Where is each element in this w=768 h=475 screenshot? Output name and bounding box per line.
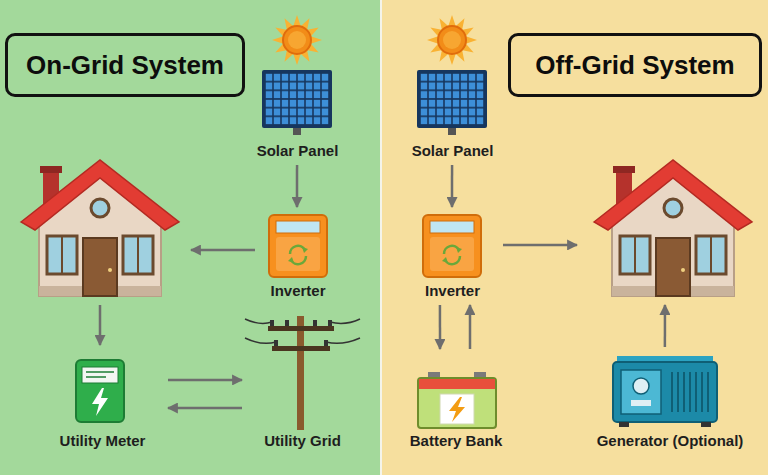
generator-panel xyxy=(621,370,661,414)
inverter-node: Inverter xyxy=(405,210,500,302)
flow-arrow xyxy=(451,165,454,207)
house-icon xyxy=(21,160,179,296)
meter-body xyxy=(76,360,124,422)
insulator xyxy=(324,340,328,346)
insulator xyxy=(274,340,278,346)
system-heading: On-Grid System xyxy=(5,33,245,97)
flow-arrow xyxy=(664,305,667,347)
solar-panel-node: Solar Panel xyxy=(395,8,510,162)
generator-foot xyxy=(619,422,629,427)
meter-reading xyxy=(86,371,114,373)
heading-text: On-Grid System xyxy=(26,50,224,80)
node-label: Utility Meter xyxy=(60,432,146,452)
generator-node: Generator (Optional) xyxy=(585,350,755,452)
house-node xyxy=(580,158,760,302)
battery-body xyxy=(418,378,496,428)
power-wire xyxy=(245,338,276,343)
inverter-icon xyxy=(423,215,481,277)
generator-icon xyxy=(613,356,717,427)
insulator xyxy=(328,320,332,326)
solar-panel-icon xyxy=(417,70,487,135)
inverter-icon xyxy=(269,215,327,277)
flow-arrow xyxy=(439,305,442,349)
battery-bank-node: Battery Bank xyxy=(398,352,514,452)
sun-icon xyxy=(427,15,477,65)
node-label: Solar Panel xyxy=(412,142,494,162)
flow-arrow xyxy=(503,244,577,247)
node-label: Inverter xyxy=(270,282,325,302)
battery-bolt xyxy=(449,397,465,422)
node-label: Inverter xyxy=(425,282,480,302)
node-label: Generator (Optional) xyxy=(597,432,744,452)
generator-gauge xyxy=(633,378,649,394)
generator-body xyxy=(613,362,717,422)
generator-grille xyxy=(672,372,708,412)
sun-icon xyxy=(272,15,322,65)
power-wire xyxy=(326,338,360,343)
house-icon xyxy=(594,160,752,296)
utility-grid-node: Utility Grid xyxy=(245,315,360,452)
power-wire xyxy=(245,319,272,323)
flow-arrow xyxy=(168,379,242,382)
insulator xyxy=(285,320,289,326)
generator-switch xyxy=(631,400,651,406)
battery-label-plate xyxy=(440,394,474,424)
utility-pole-icon xyxy=(245,316,360,430)
node-label: Solar Panel xyxy=(257,142,339,162)
solar-panel-icon xyxy=(262,70,332,135)
node-label: Battery Bank xyxy=(410,432,503,452)
on-grid-background xyxy=(0,0,380,475)
flow-arrow xyxy=(168,407,242,410)
power-wire xyxy=(330,319,360,323)
node-label: Utility Grid xyxy=(264,432,341,452)
system-heading: Off-Grid System xyxy=(508,33,762,97)
inverter-node: Inverter xyxy=(258,210,338,302)
flow-arrow xyxy=(469,305,472,349)
generator-foot xyxy=(701,422,711,427)
meter-bolt xyxy=(92,388,108,416)
solar-panel-node: Solar Panel xyxy=(240,8,355,162)
insulator xyxy=(313,320,317,326)
utility-meter-icon xyxy=(76,360,124,422)
heading-text: Off-Grid System xyxy=(535,50,734,80)
pole-crossarm xyxy=(272,346,330,351)
pole-crossarm xyxy=(268,326,334,331)
flow-arrow xyxy=(296,165,299,207)
house-node xyxy=(22,158,188,302)
divider xyxy=(380,0,382,475)
battery-icon xyxy=(418,372,496,428)
insulator xyxy=(270,320,274,326)
off-grid-background xyxy=(382,0,768,475)
battery-band xyxy=(419,379,495,389)
flow-arrow xyxy=(191,249,255,252)
utility-meter-node: Utility Meter xyxy=(40,348,165,452)
pole-post xyxy=(297,316,304,430)
flow-arrow xyxy=(99,305,102,345)
meter-reading xyxy=(86,376,106,378)
meter-screen xyxy=(82,367,118,383)
